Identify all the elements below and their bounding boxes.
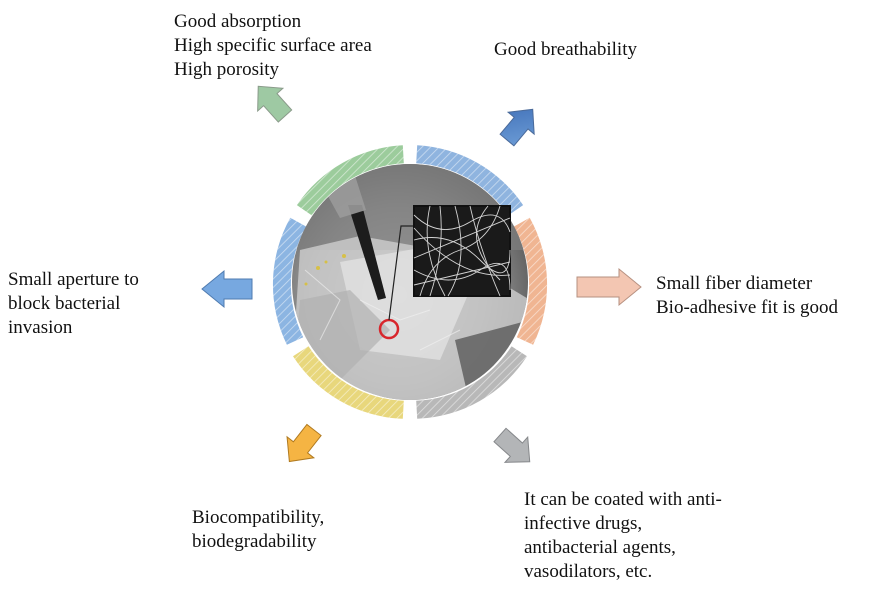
label-line: High specific surface area [174,35,372,56]
label-line: Small fiber diameter [656,273,813,294]
label-top-left: Good absorption High specific surface ar… [174,10,372,82]
spinneret-needle-icon [348,205,386,300]
label-left: Small aperture to block bacterial invasi… [8,268,139,340]
label-line: invasion [8,317,73,338]
label-line: Bio-adhesive fit is good [656,297,839,318]
label-line: block bacterial [8,293,121,314]
label-line: High porosity [174,59,280,80]
label-line: Small aperture to [8,269,139,290]
label-right: Small fiber diameter Bio-adhesive fit is… [656,272,838,320]
label-bottom-right: It can be coated with anti- infective dr… [524,488,722,584]
label-line: biodegradability [192,531,317,552]
label-line: Good breathability [494,39,637,60]
arrow-up-right-icon [499,108,535,147]
inset-pointer-line [388,225,414,321]
arrow-right-icon [576,267,642,307]
arrow-down-right-icon [493,427,531,463]
label-top-right: Good breathability [494,38,637,62]
label-line: Biocompatibility, [192,507,325,528]
arrow-up-left-icon [257,85,293,123]
label-line: Good absorption [174,11,302,32]
label-line: infective drugs, [524,513,643,534]
label-bottom-left: Biocompatibility, biodegradability [192,506,324,554]
fiber-sem-inset [413,205,511,297]
label-line: vasodilators, etc. [524,561,653,582]
label-line: It can be coated with anti- [524,489,722,510]
arrow-left-icon [201,269,253,309]
arrow-down-left-icon [286,423,322,463]
property-ring [272,145,548,419]
property-arrows [201,85,642,463]
label-line: antibacterial agents, [524,537,676,558]
